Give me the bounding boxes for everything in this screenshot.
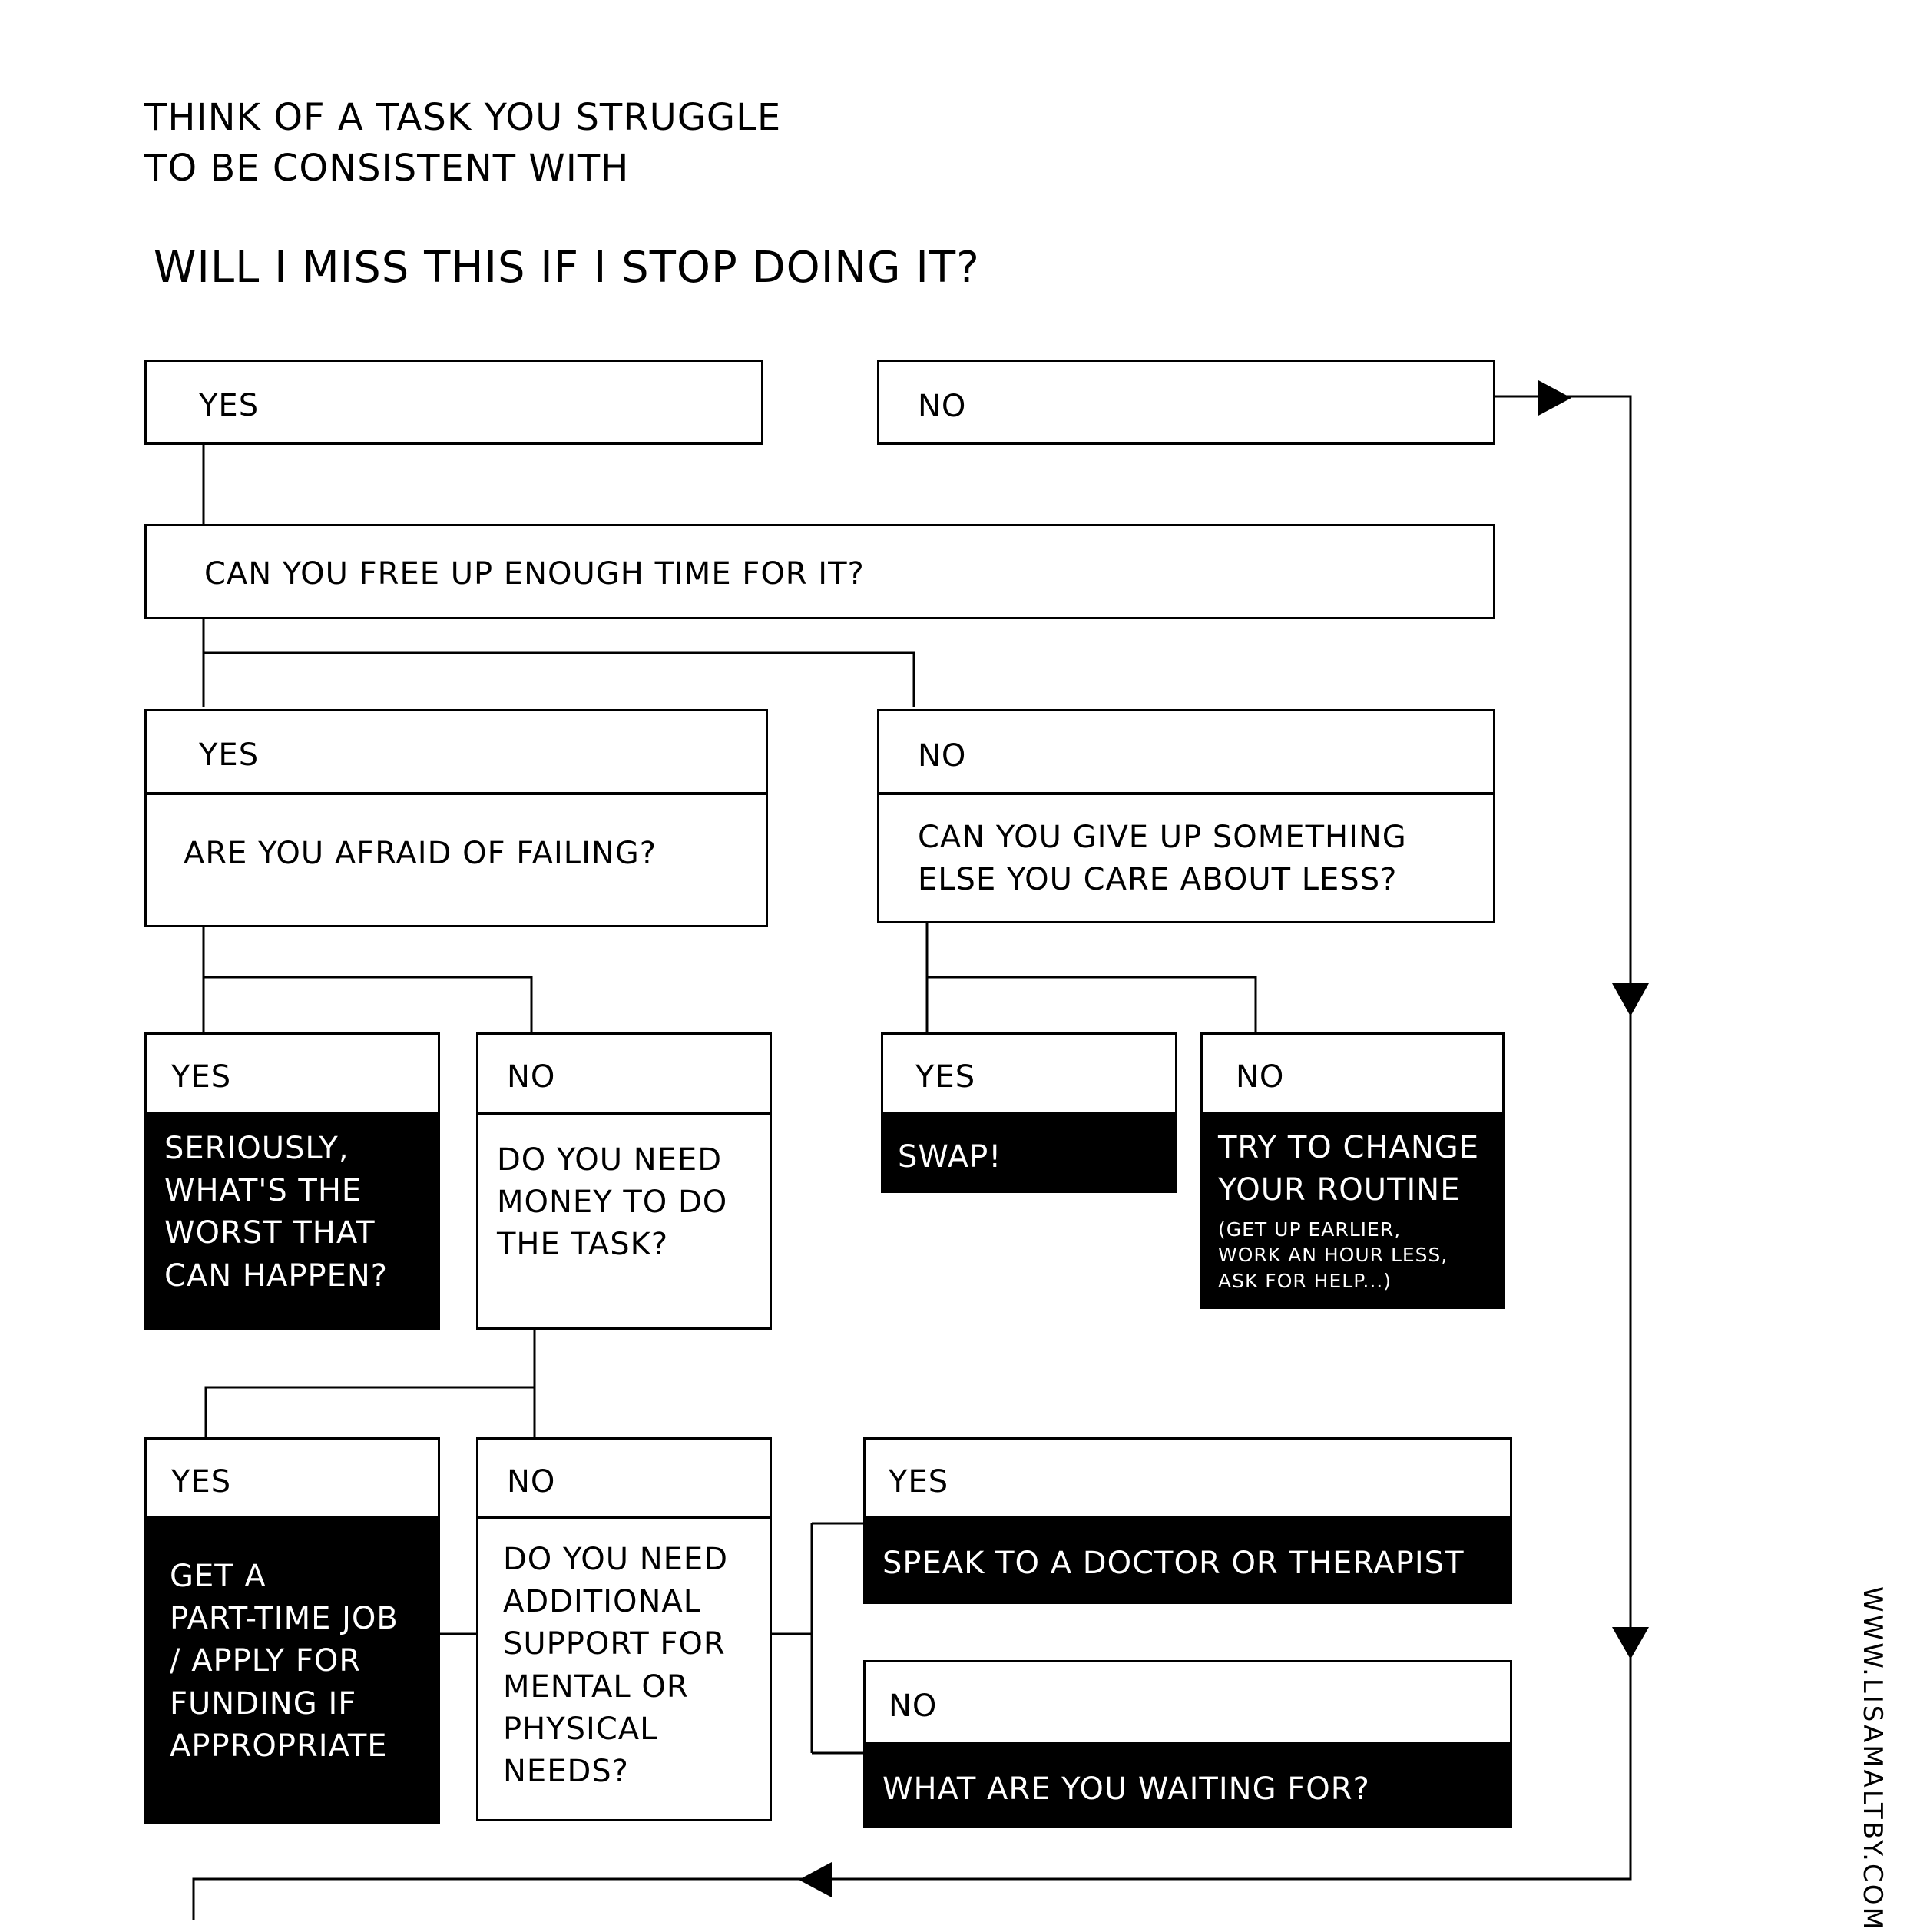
giveup-yes-box: Yes (881, 1032, 1177, 1114)
top-no-box: No (877, 360, 1495, 445)
top-yes-label: Yes (199, 388, 260, 423)
afraid-no-label: No (507, 1059, 556, 1095)
give-up-box: Can you give up something else you care … (877, 793, 1495, 923)
swap-box: Swap! (881, 1112, 1177, 1193)
doctor-label: Speak to a doctor or therapist (882, 1546, 1465, 1581)
swap-label: Swap! (898, 1139, 1002, 1175)
arrow-down-icon (1612, 983, 1649, 1016)
support-no-box: No (863, 1660, 1512, 1745)
job-box: Get a part-time job / apply for funding … (144, 1517, 440, 1824)
arrow-left-icon (799, 1862, 832, 1897)
routine-note: (get up earlier, work an hour less, ask … (1218, 1218, 1448, 1292)
waiting-label: What are you waiting for? (882, 1771, 1370, 1807)
money-no-box: No (476, 1437, 772, 1519)
afraid-no-box: No (476, 1032, 772, 1114)
time-yes-box: Yes (144, 709, 768, 794)
money-label: Do you need money to do the task? (497, 1142, 728, 1263)
money-yes-box: Yes (144, 1437, 440, 1519)
support-no-label: No (889, 1688, 938, 1724)
afraid-yes-label: Yes (171, 1059, 232, 1095)
job-label: Get a part-time job / apply for funding … (170, 1559, 399, 1764)
worst-label: Seriously, what's the worst that can hap… (164, 1131, 389, 1294)
top-no-label: No (918, 389, 967, 424)
giveup-yes-label: Yes (915, 1059, 976, 1095)
afraid-label: Are you afraid of failing? (184, 836, 657, 871)
money-no-label: No (507, 1464, 556, 1500)
time-no-label: No (918, 738, 967, 774)
website-url: www.lisamaltby.com (1857, 1586, 1888, 1932)
time-no-box: No (877, 709, 1495, 794)
money-box: Do you need money to do the task? (476, 1112, 772, 1330)
arrow-right-icon (1538, 380, 1571, 416)
free-time-label: Can you free up enough time for it? (204, 556, 865, 592)
waiting-box: What are you waiting for? (863, 1743, 1512, 1828)
support-yes-box: Yes (863, 1437, 1512, 1519)
giveup-no-label: No (1236, 1059, 1285, 1095)
afraid-yes-box: Yes (144, 1032, 440, 1114)
routine-box: Try to change your routine (get up earli… (1200, 1112, 1505, 1309)
worst-box: Seriously, what's the worst that can hap… (144, 1112, 440, 1330)
top-yes-box: Yes (144, 360, 763, 445)
time-yes-label: Yes (199, 737, 260, 773)
support-yes-label: Yes (889, 1464, 949, 1500)
afraid-box: Are you afraid of failing? (144, 793, 768, 927)
support-box: Do you need additional support for menta… (476, 1517, 772, 1821)
giveup-no-box: No (1200, 1032, 1505, 1114)
support-label: Do you need additional support for menta… (503, 1542, 728, 1789)
main-question: Will I miss this if I stop doing it? (154, 243, 980, 293)
intro-text: Think of a task you struggle to be consi… (144, 96, 782, 191)
free-time-box: Can you free up enough time for it? (144, 524, 1495, 619)
routine-label: Try to change your routine (1218, 1130, 1480, 1208)
money-yes-label: Yes (171, 1464, 232, 1500)
doctor-box: Speak to a doctor or therapist (863, 1517, 1512, 1604)
give-up-label: Can you give up something else you care … (918, 820, 1407, 898)
arrow-down-icon (1612, 1627, 1649, 1659)
